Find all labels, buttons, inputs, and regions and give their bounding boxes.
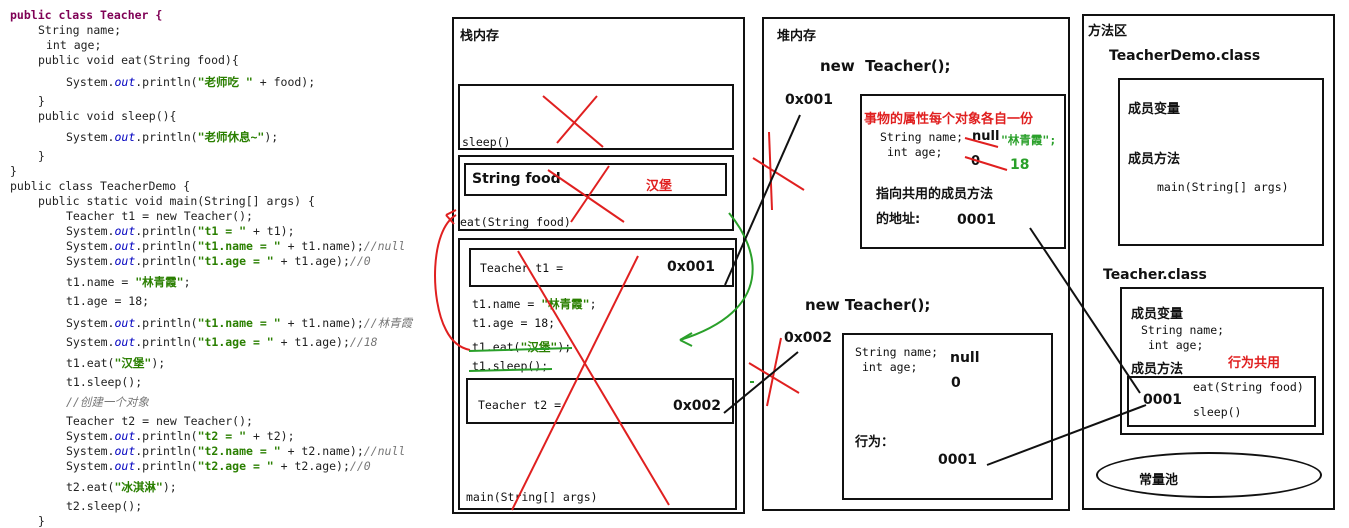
code-line: t1.eat("汉堡");: [66, 356, 166, 370]
t2-address: 0x002: [673, 398, 721, 414]
stack-code-line: t1.age = 18;: [472, 316, 556, 330]
code-line: System.out.println("t1.age = " + t1.age)…: [66, 335, 378, 349]
code-line: System.out.println("老师吃 " + food);: [66, 75, 316, 89]
t2-variable-label: Teacher t2 =: [478, 398, 562, 412]
teacher-methods-block: [1127, 376, 1316, 427]
obj2-age-decl: int age;: [862, 360, 918, 374]
obj1-age-decl: int age;: [887, 145, 943, 159]
obj1-method-address: 0001: [957, 212, 996, 228]
method-ref-text-2: 的地址:: [876, 212, 921, 227]
obj2-age-zero: 0: [951, 375, 961, 391]
obj2-name-decl: String name;: [855, 345, 939, 359]
t1-variable-label: Teacher t1 =: [480, 261, 564, 275]
new-teacher-2: new Teacher();: [805, 296, 931, 314]
code-line: String name;: [38, 23, 122, 37]
code-line: public static void main(String[] args) {: [38, 194, 315, 208]
method-area-title: 方法区: [1088, 24, 1128, 39]
code-line: System.out.println("t1 = " + t1);: [66, 224, 295, 238]
code-line: System.out.println("t1.name = " + t1.nam…: [66, 316, 413, 330]
teacherdemo-class-title: TeacherDemo.class: [1109, 48, 1261, 64]
shared-behavior-note: 行为共用: [1228, 356, 1281, 371]
obj1-name-value: "林青霞";: [1001, 133, 1057, 147]
sleep-frame-label: sleep(): [462, 135, 511, 149]
food-param-label: String food: [472, 171, 561, 187]
obj1-name-decl: String name;: [880, 130, 964, 144]
code-line: }: [38, 149, 45, 163]
code-line: System.out.println("老师休息~");: [66, 130, 279, 144]
code-line: //创建一个对象: [66, 395, 149, 409]
code-line: }: [10, 164, 17, 178]
code-line: }: [38, 94, 45, 108]
teacher-member-vars: 成员变量: [1131, 307, 1184, 322]
constant-pool-label: 常量池: [1139, 473, 1179, 488]
demo-member-methods: 成员方法: [1128, 152, 1181, 167]
code-line: t1.sleep();: [66, 375, 143, 389]
stack-code-line: t1.sleep();: [472, 359, 549, 373]
stack-code-line: t1.eat("汉堡");: [472, 340, 572, 354]
code-line: t1.name = "林青霞";: [66, 275, 191, 289]
code-line: System.out.println("t2.age = " + t2.age)…: [66, 459, 371, 473]
obj1-name-null: null: [972, 129, 1000, 144]
code-line: System.out.println("t1.age = " + t1.age)…: [66, 254, 371, 268]
main-frame-label: main(String[] args): [466, 490, 598, 504]
code-line: public class Teacher {: [10, 8, 163, 22]
code-line: public void eat(String food){: [38, 53, 239, 67]
code-line: t2.sleep();: [66, 499, 143, 513]
obj1-age-zero: 0: [971, 154, 981, 169]
eat-method: eat(String food): [1193, 380, 1304, 394]
teacher-object-1: [860, 94, 1066, 249]
eat-frame-label: eat(String food): [460, 215, 571, 229]
heap-memory-title: 堆内存: [777, 29, 817, 44]
new-teacher-1: new Teacher();: [820, 57, 951, 75]
stack-code-line: t1.name = "林青霞";: [472, 297, 597, 311]
food-param-value: 汉堡: [646, 179, 673, 194]
code-line: t1.age = 18;: [66, 294, 150, 308]
code-line: Teacher t2 = new Teacher();: [66, 414, 253, 428]
teacher-name-field: String name;: [1141, 323, 1225, 337]
sleep-method: sleep(): [1193, 405, 1242, 419]
code-line: t2.eat("冰淇淋");: [66, 480, 177, 494]
teacherdemo-class-box: [1118, 78, 1324, 246]
teacher-member-methods: 成员方法: [1131, 362, 1184, 377]
demo-member-vars: 成员变量: [1128, 102, 1181, 117]
main-method-signature: main(String[] args): [1157, 180, 1289, 194]
code-line: System.out.println("t2.name = " + t2.nam…: [66, 444, 406, 458]
obj1-age-value: 18: [1010, 157, 1030, 173]
heap-address-1: 0x001: [785, 92, 833, 108]
constant-pool-ellipse: [1096, 452, 1322, 498]
teacher-method-address: 0001: [1143, 392, 1182, 408]
code-line: System.out.println("t2 = " + t2);: [66, 429, 295, 443]
teacher-age-field: int age;: [1148, 338, 1204, 352]
code-line: public class TeacherDemo {: [10, 179, 191, 193]
stack-memory-title: 栈内存: [460, 29, 500, 44]
t1-address: 0x001: [667, 259, 715, 275]
heap-address-2: 0x002: [784, 330, 832, 346]
code-line: Teacher t1 = new Teacher();: [66, 209, 253, 223]
obj2-name-null: null: [950, 350, 980, 366]
obj2-behavior-label: 行为：: [855, 435, 895, 450]
code-line: System.out.println("t1.name = " + t1.nam…: [66, 239, 406, 253]
method-ref-text-1: 指向共用的成员方法: [876, 187, 994, 202]
code-line: }: [38, 514, 45, 528]
code-line: int age;: [46, 38, 102, 52]
obj2-method-address: 0001: [938, 452, 977, 468]
source-code-listing: public class Teacher { String name; int …: [10, 0, 450, 528]
attribute-note: 事物的属性每个对象各自一份: [864, 112, 1034, 127]
teacher-class-title: Teacher.class: [1103, 267, 1207, 283]
code-line: public void sleep(){: [38, 109, 177, 123]
